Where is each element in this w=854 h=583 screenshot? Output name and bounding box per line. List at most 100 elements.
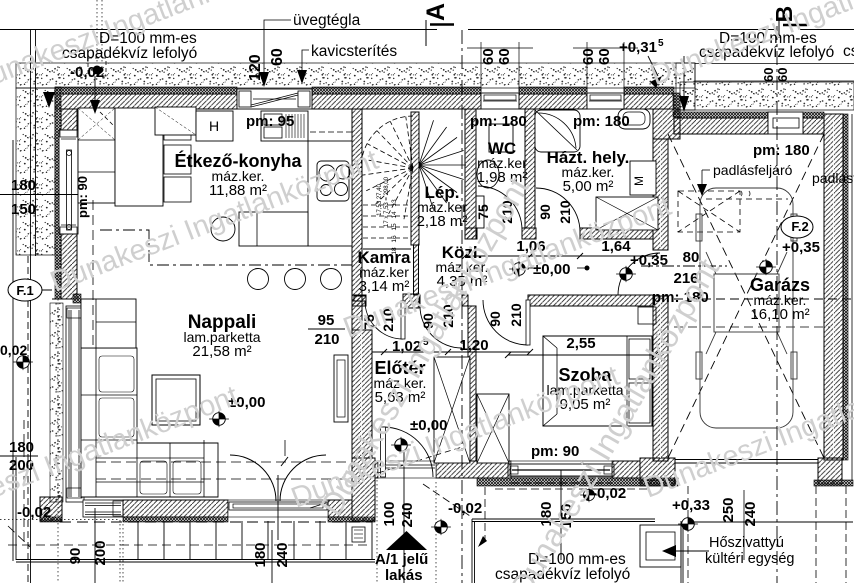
svg-text:3,14 m²: 3,14 m² bbox=[359, 278, 410, 295]
svg-text:lakás: lakás bbox=[385, 567, 423, 583]
svg-text:16,10 m²: 16,10 m² bbox=[750, 306, 809, 323]
svg-text:60: 60 bbox=[761, 68, 776, 82]
svg-text:16: 16 bbox=[391, 235, 398, 243]
svg-text:60: 60 bbox=[496, 48, 513, 65]
svg-text:200: 200 bbox=[92, 540, 109, 565]
svg-text:D=100 mm-es: D=100 mm-es bbox=[99, 30, 197, 47]
svg-text:±0,00: ±0,00 bbox=[228, 394, 265, 411]
svg-text:Lép.: Lép. bbox=[425, 183, 460, 202]
svg-text:máz.ker: máz.ker bbox=[359, 264, 409, 280]
svg-text:11,88 m²: 11,88 m² bbox=[209, 182, 267, 199]
svg-text:-0,02: -0,02 bbox=[592, 485, 626, 502]
svg-text:máz.ker.: máz.ker. bbox=[436, 259, 489, 275]
svg-text:1,64: 1,64 bbox=[601, 238, 631, 255]
svg-text:60: 60 bbox=[580, 48, 597, 65]
svg-text:90: 90 bbox=[487, 311, 503, 327]
svg-text:240: 240 bbox=[274, 542, 291, 567]
svg-text:pm: 180: pm: 180 bbox=[753, 142, 810, 159]
svg-text:75: 75 bbox=[361, 314, 377, 330]
svg-text:máz.ker.: máz.ker. bbox=[212, 168, 265, 184]
svg-text:17 x 7,53 = 298,00: 17 x 7,53 = 298,00 bbox=[384, 176, 390, 227]
svg-text:14: 14 bbox=[391, 211, 398, 219]
svg-text:2,18 m²: 2,18 m² bbox=[417, 213, 468, 230]
svg-text:pm: 180: pm: 180 bbox=[652, 289, 709, 306]
svg-text:90: 90 bbox=[537, 204, 553, 220]
svg-text:1,98 m²: 1,98 m² bbox=[477, 169, 528, 186]
svg-text:csapadékvíz lefolyó: csapadékvíz lefolyó bbox=[495, 566, 630, 583]
svg-text:-0,02: -0,02 bbox=[17, 504, 51, 521]
svg-text:lam.parketta: lam.parketta bbox=[546, 382, 623, 398]
svg-text:13: 13 bbox=[391, 199, 398, 207]
svg-text:90: 90 bbox=[67, 548, 84, 565]
svg-text:4,35 m²: 4,35 m² bbox=[437, 273, 488, 290]
svg-text:Előtér: Előtér bbox=[374, 358, 425, 378]
svg-text:lam.parketta: lam.parketta bbox=[183, 329, 260, 345]
svg-text:A/1 jelű: A/1 jelű bbox=[375, 551, 428, 568]
svg-text:pm: 180: pm: 180 bbox=[573, 113, 630, 130]
svg-text:60: 60 bbox=[269, 48, 286, 66]
svg-text:180: 180 bbox=[252, 542, 269, 567]
svg-text:+0,33: +0,33 bbox=[672, 497, 710, 514]
svg-text:M: M bbox=[632, 176, 646, 186]
svg-text:cs: cs bbox=[843, 43, 854, 60]
svg-text:80: 80 bbox=[683, 249, 700, 266]
svg-text:180: 180 bbox=[11, 177, 36, 194]
svg-text:1,06: 1,06 bbox=[516, 238, 545, 255]
svg-text:5,63 m²: 5,63 m² bbox=[375, 389, 426, 406]
svg-text:F.1: F.1 bbox=[16, 283, 33, 298]
svg-text:Szoba: Szoba bbox=[558, 365, 612, 385]
svg-text:csapadékvíz lefolyó: csapadékvíz lefolyó bbox=[699, 44, 834, 61]
svg-text:máz.ker.: máz.ker. bbox=[374, 375, 427, 391]
svg-text:150: 150 bbox=[11, 201, 36, 218]
svg-text:216: 216 bbox=[673, 270, 698, 287]
svg-text:95: 95 bbox=[318, 312, 335, 329]
svg-text:200: 200 bbox=[9, 457, 34, 474]
svg-text:9,05 m²: 9,05 m² bbox=[560, 396, 611, 413]
svg-text:180: 180 bbox=[538, 501, 555, 526]
svg-text:A: A bbox=[422, 3, 450, 21]
svg-text:5: 5 bbox=[658, 38, 664, 49]
svg-text:2,55: 2,55 bbox=[566, 335, 595, 352]
svg-text:WC: WC bbox=[488, 139, 516, 158]
svg-text:padlásfeljáró: padlásfeljáró bbox=[713, 162, 793, 178]
svg-text:Kamra: Kamra bbox=[358, 248, 411, 267]
svg-text:+0,35: +0,35 bbox=[630, 252, 668, 269]
svg-text:100: 100 bbox=[381, 501, 398, 526]
svg-text:150: 150 bbox=[558, 503, 575, 528]
svg-text:Közl.: Közl. bbox=[442, 243, 483, 262]
svg-text:60: 60 bbox=[775, 68, 790, 82]
svg-text:60: 60 bbox=[480, 48, 497, 65]
svg-text:pm: 180: pm: 180 bbox=[470, 113, 527, 130]
svg-text:±0,00: ±0,00 bbox=[410, 417, 447, 434]
svg-text:17,53 27,40: 17,53 27,40 bbox=[377, 183, 383, 215]
svg-text:75: 75 bbox=[475, 204, 491, 220]
svg-text:máz.ker: máz.ker bbox=[417, 199, 467, 215]
svg-text:máz.ker.: máz.ker. bbox=[754, 292, 807, 308]
svg-text:D=100 mm-es: D=100 mm-es bbox=[528, 551, 626, 568]
svg-text:padlásfeljáró: padlásfeljáró bbox=[812, 170, 854, 186]
svg-text:210: 210 bbox=[499, 200, 515, 224]
svg-text:5,00 m²: 5,00 m² bbox=[563, 178, 614, 195]
svg-text:csapadékvíz lefolyó: csapadékvíz lefolyó bbox=[62, 45, 197, 62]
svg-text:H: H bbox=[209, 118, 219, 134]
svg-text:0,02: 0,02 bbox=[0, 342, 27, 358]
svg-text:5: 5 bbox=[423, 337, 429, 348]
svg-text:18: 18 bbox=[391, 247, 398, 255]
svg-text:210: 210 bbox=[380, 308, 396, 332]
svg-text:kavicsterítés: kavicsterítés bbox=[311, 43, 397, 60]
svg-text:180: 180 bbox=[9, 439, 34, 456]
svg-text:pm: 95: pm: 95 bbox=[246, 113, 294, 130]
svg-text:210: 210 bbox=[314, 331, 339, 348]
svg-text:+0,31: +0,31 bbox=[619, 39, 657, 56]
svg-text:±0,00: ±0,00 bbox=[533, 261, 570, 278]
svg-text:15: 15 bbox=[391, 223, 398, 231]
svg-text:-0,02: -0,02 bbox=[70, 64, 104, 81]
svg-text:D=100 mm-es: D=100 mm-es bbox=[719, 30, 817, 47]
svg-text:+0,35: +0,35 bbox=[782, 239, 820, 256]
svg-text:üvegtégla: üvegtégla bbox=[293, 12, 361, 29]
svg-text:máz.ker: máz.ker bbox=[477, 155, 527, 171]
svg-text:90: 90 bbox=[420, 313, 436, 329]
svg-text:240: 240 bbox=[742, 501, 759, 526]
svg-text:F.2: F.2 bbox=[791, 219, 808, 234]
svg-text:1,20: 1,20 bbox=[459, 337, 488, 354]
